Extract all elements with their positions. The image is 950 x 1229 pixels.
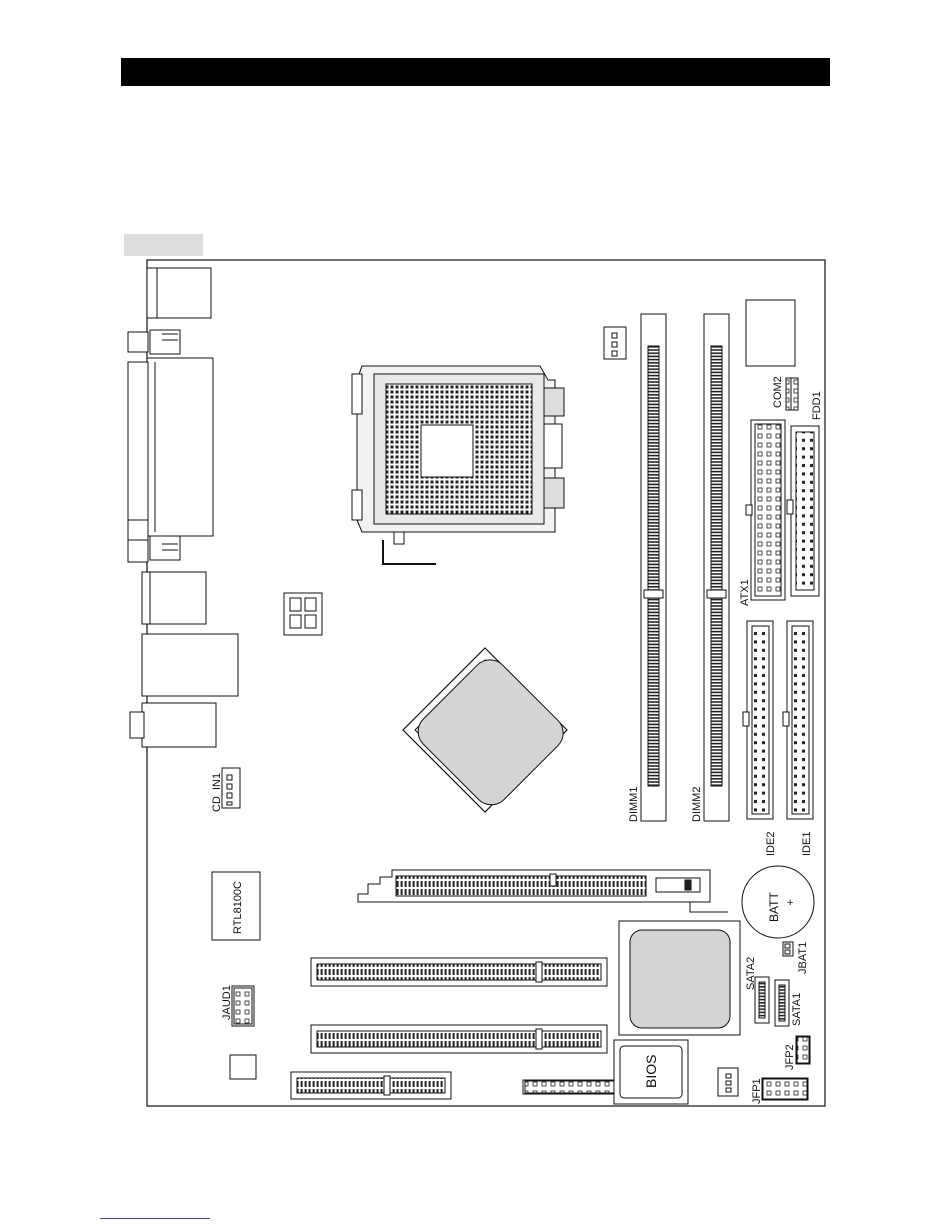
top-right-block (746, 300, 795, 366)
atx-power-connector (746, 420, 785, 600)
jfp2-header (796, 1036, 810, 1064)
label-jfp1: JFP1 (751, 1078, 763, 1104)
label-jbat1: JBAT1 (797, 942, 809, 974)
cpu-socket (352, 366, 564, 564)
com2-header (786, 378, 798, 410)
fdd1-connector (787, 426, 819, 596)
ide2-connector (743, 621, 773, 819)
parallel-port (147, 358, 213, 536)
sys-fan-connector (604, 327, 626, 359)
sata1-connector (775, 980, 789, 1026)
label-batt: BATT (767, 892, 781, 922)
footer-link-underline (100, 1218, 210, 1219)
label-dimm1: DIMM1 (628, 787, 640, 822)
jaud1-header (232, 986, 254, 1026)
southbridge-chip (619, 921, 740, 1035)
jfp1-header (762, 1078, 808, 1100)
dimm-slot-1 (641, 314, 666, 821)
pci-slot-1 (311, 958, 607, 986)
label-atx1: ATX1 (739, 579, 751, 606)
lan-usb-port (142, 634, 238, 696)
label-sata1: SATA1 (791, 993, 803, 1026)
ide1-connector (783, 621, 813, 819)
label-dimm2: DIMM2 (691, 787, 703, 822)
audio-jack (142, 703, 216, 747)
dimm-slot-2 (704, 314, 729, 821)
label-batt-plus: + (787, 897, 793, 909)
label-jaud1: JAUD1 (221, 985, 233, 1020)
label-com2: COM2 (772, 376, 784, 408)
cpu-fan-connector (718, 1068, 738, 1096)
com-port-screw-top (128, 332, 148, 352)
small-chip (230, 1055, 256, 1079)
label-bios: BIOS (643, 1055, 659, 1088)
back-panel-io (128, 268, 238, 747)
sata2-connector (755, 977, 769, 1023)
label-jfp2: JFP2 (784, 1044, 796, 1070)
northbridge-heatsink (403, 648, 571, 812)
label-ide2: IDE2 (765, 832, 777, 856)
agp-slot (358, 870, 728, 912)
jbat1-jumper (783, 942, 793, 956)
label-fdd1: FDD1 (811, 391, 823, 420)
label-sata2: SATA2 (745, 957, 757, 990)
usb-port (142, 572, 206, 624)
cd-in1-connector (222, 768, 240, 808)
usb-header-row (523, 1080, 627, 1094)
label-rtl8100c: RTL8100C (232, 881, 244, 934)
pci-slot-3 (291, 1072, 451, 1099)
label-ide1: IDE1 (801, 832, 813, 856)
atx-12v-connector (284, 593, 322, 635)
pci-slot-2 (311, 1025, 607, 1053)
label-cd-in1: CD_IN1 (211, 773, 223, 812)
